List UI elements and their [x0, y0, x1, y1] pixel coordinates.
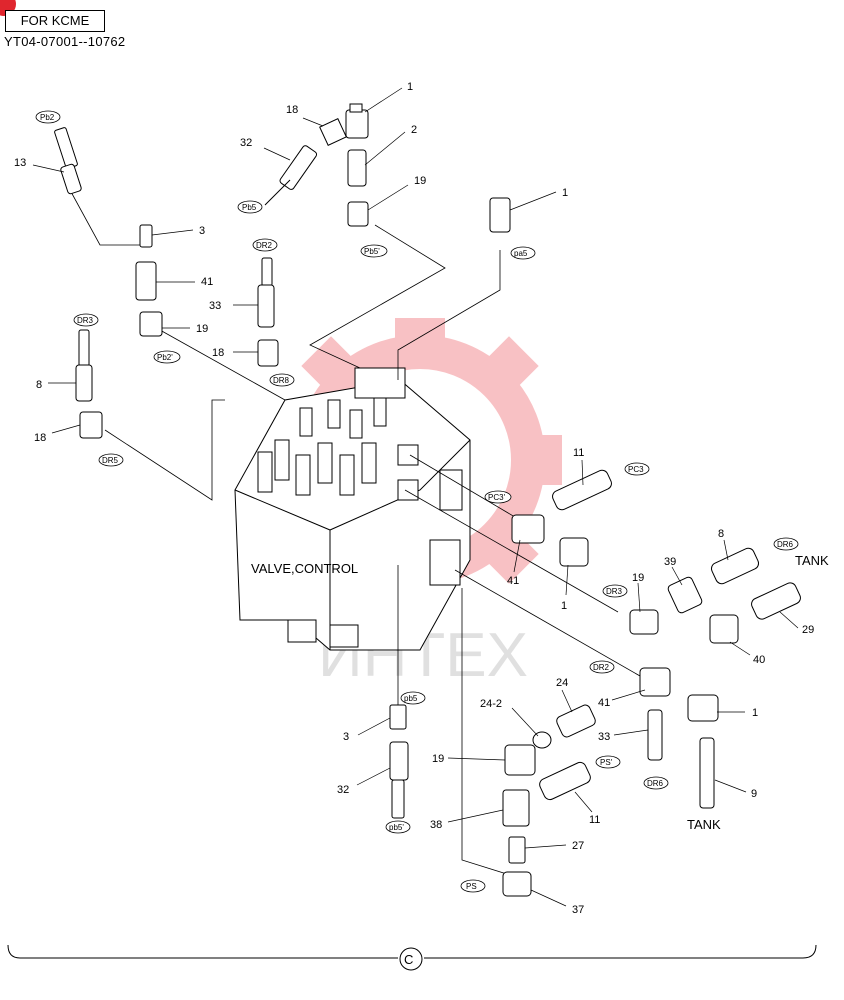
svg-text:pa5: pa5: [514, 249, 528, 258]
part-label: 3: [199, 225, 205, 237]
connection-lines: [69, 189, 641, 876]
svg-text:Pb5: Pb5: [242, 203, 257, 212]
port-tag: PS: [460, 879, 486, 893]
part-label: 19: [432, 753, 444, 765]
part-label: 2: [411, 124, 417, 136]
part-label: 19: [632, 572, 644, 584]
part-label: 40: [753, 654, 765, 666]
svg-text:pb5: pb5: [404, 694, 418, 703]
part-label: 37: [572, 904, 584, 916]
port-tag: PC3': [484, 490, 512, 504]
fittings: [54, 103, 801, 897]
port-tag: DR6: [773, 537, 799, 551]
part-label: 41: [507, 575, 519, 587]
svg-text:PC3: PC3: [628, 465, 644, 474]
part-label: 24: [556, 677, 568, 689]
part-label: 11: [589, 814, 600, 826]
port-tag: DR5: [98, 453, 124, 467]
part-label: 9: [751, 788, 757, 800]
part-label: 32: [337, 784, 349, 796]
part-label: 8: [718, 528, 724, 540]
svg-text:DR8: DR8: [273, 376, 290, 385]
part-label: 1: [752, 707, 758, 719]
part-label: 3: [343, 731, 349, 743]
svg-text:DR5: DR5: [102, 456, 119, 465]
port-tags: Pb2 Pb5 Pb5' pa5 DR2 Pb2' DR3 DR8 DR5 PC…: [35, 110, 799, 893]
port-tag: PC3: [624, 462, 650, 476]
part-label: 11: [573, 447, 584, 459]
port-tag: pa5: [510, 246, 536, 260]
part-label: 19: [414, 175, 426, 187]
port-tag: Pb2': [153, 350, 181, 364]
svg-text:DR3: DR3: [606, 587, 623, 596]
port-tag: DR2: [252, 238, 278, 252]
svg-text:DR3: DR3: [77, 316, 94, 325]
section-marker: C: [404, 952, 413, 967]
port-tag: pb5: [400, 691, 426, 705]
port-tag: DR2: [589, 660, 615, 674]
svg-text:PC3': PC3': [488, 493, 506, 502]
section-bracket: [7, 944, 817, 971]
svg-text:pb5': pb5': [389, 823, 404, 832]
part-label: 33: [598, 731, 610, 743]
svg-text:DR6: DR6: [647, 779, 664, 788]
part-label: 29: [802, 624, 814, 636]
part-label: 19: [196, 323, 208, 335]
part-label: 33: [209, 300, 221, 312]
svg-text:PS: PS: [466, 882, 477, 891]
part-label: 41: [598, 697, 610, 709]
part-label: 13: [14, 157, 26, 169]
svg-text:DR2: DR2: [256, 241, 273, 250]
port-tag: DR6: [643, 776, 669, 790]
part-label: 24-2: [480, 698, 502, 710]
part-label: 27: [572, 840, 584, 852]
valve-control-block: [234, 367, 471, 651]
valve-control-label: VALVE,CONTROL: [251, 561, 358, 576]
svg-text:Pb5': Pb5': [364, 247, 380, 256]
serial-range: YT04-07001--10762: [4, 34, 126, 49]
kcme-label-box: FOR KCME: [5, 10, 105, 32]
part-label: 8: [36, 379, 42, 391]
port-tag: Pb5: [237, 200, 263, 214]
port-tag: DR8: [269, 373, 295, 387]
part-label: 1: [561, 600, 567, 612]
svg-text:Pb2: Pb2: [40, 113, 55, 122]
port-tag: pb5': [385, 820, 411, 834]
port-tag: DR3: [602, 584, 628, 598]
part-label: 41: [201, 276, 213, 288]
part-label: 18: [212, 347, 224, 359]
part-labels: 1 18 2 32 19 13 1 3 41 33 19 18 8 18 11 …: [14, 81, 814, 916]
port-tag: PS': [595, 755, 621, 769]
tank-label: TANK: [795, 553, 829, 568]
tank-label: TANK: [687, 817, 721, 832]
part-label: 1: [407, 81, 413, 93]
part-label: 18: [286, 104, 298, 116]
port-tag: DR3: [73, 313, 99, 327]
svg-text:PS': PS': [600, 758, 613, 767]
part-label: 38: [430, 819, 442, 831]
svg-text:DR6: DR6: [777, 540, 794, 549]
port-tag: Pb5': [360, 244, 388, 258]
part-label: 39: [664, 556, 676, 568]
svg-text:DR2: DR2: [593, 663, 610, 672]
part-label: 1: [562, 187, 568, 199]
part-label: 18: [34, 432, 46, 444]
part-label: 32: [240, 137, 252, 149]
svg-text:Pb2': Pb2': [157, 353, 173, 362]
port-tag: Pb2: [35, 110, 61, 124]
